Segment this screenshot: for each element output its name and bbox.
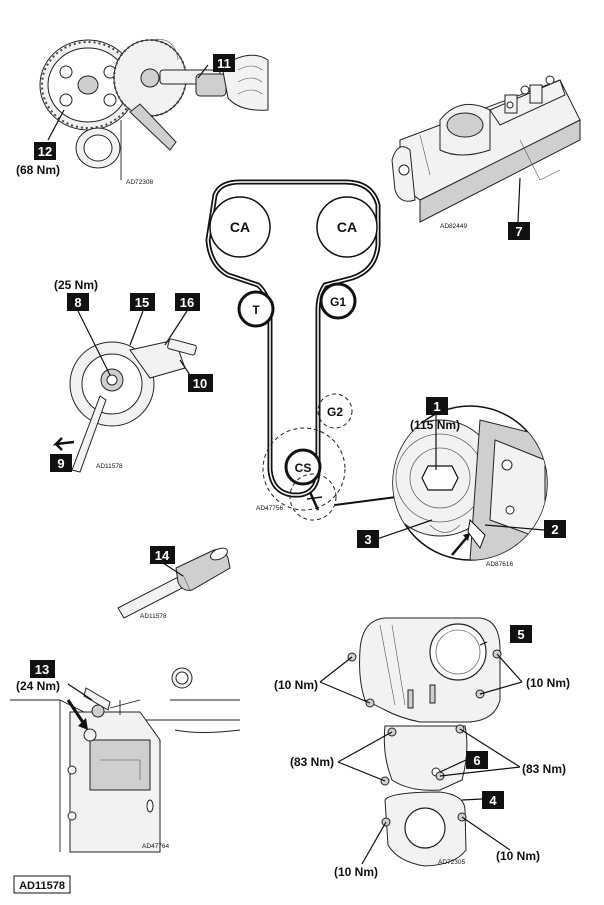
callout-14: 14 (150, 546, 175, 564)
cam-pulley-left (209, 196, 271, 258)
callout-7: 7 (508, 222, 530, 240)
leader-cover-upper-left (319, 656, 371, 704)
cam-pulley-right (316, 196, 378, 258)
svg-text:1: 1 (433, 399, 440, 414)
tensioner-pulley (237, 290, 275, 328)
tensioner-adjust-illustration (69, 338, 197, 473)
callout-5: 5 (510, 625, 532, 643)
leader-8 (77, 310, 111, 376)
svg-text:10: 10 (193, 376, 207, 391)
torque-cover-mid-right: (83 Nm) (522, 762, 566, 776)
callout-13: 13 (30, 660, 55, 678)
timing-mark-zoom (289, 473, 337, 521)
leader-cover-lower-right (461, 816, 511, 851)
code-ad87616: AD87616 (486, 561, 513, 568)
label-cam-left: CA (230, 219, 250, 235)
svg-text:7: 7 (515, 224, 522, 239)
svg-text:15: 15 (135, 295, 149, 310)
torque-cover-lower-right: (10 Nm) (496, 849, 540, 863)
code-ad82449: AD82449 (440, 223, 467, 230)
callout-1: 1 (426, 397, 448, 415)
svg-text:16: 16 (180, 295, 194, 310)
guide-pulley-2 (317, 393, 353, 429)
callout-2: 2 (544, 520, 566, 538)
leader-3 (376, 519, 433, 540)
svg-text:8: 8 (74, 295, 81, 310)
svg-text:11: 11 (217, 56, 231, 71)
leader-12 (47, 109, 65, 141)
code-ad11578-a: AD11578 (96, 463, 123, 470)
svg-text:AD11578: AD11578 (19, 880, 65, 892)
svg-text:2: 2 (551, 522, 558, 537)
callout-6: 6 (466, 751, 488, 769)
callout-9: 9 (50, 454, 72, 472)
label-cam-right: CA (337, 219, 357, 235)
crankshaft-detail-illustration (392, 405, 548, 561)
leader-4 (461, 798, 483, 801)
torque-8: (25 Nm) (54, 278, 98, 292)
label-crank: CS (295, 461, 312, 475)
label-guide1: G1 (330, 295, 346, 309)
torque-cover-upper-left: (10 Nm) (274, 678, 318, 692)
belt-routing-diagram (205, 179, 413, 521)
code-ad72308: AD72308 (126, 179, 153, 186)
leader-2 (484, 524, 545, 531)
svg-text:4: 4 (489, 793, 497, 808)
torque-cover-upper-right: (10 Nm) (526, 676, 570, 690)
svg-text:5: 5 (517, 627, 524, 642)
torque-1: (115 Nm) (410, 418, 460, 432)
arrow-icon (52, 437, 75, 451)
callout-8: 8 (67, 293, 89, 311)
leader-cover-mid-right (439, 728, 521, 777)
callout-16: 16 (175, 293, 200, 311)
svg-text:9: 9 (57, 456, 64, 471)
callout-12: 12 (34, 142, 56, 160)
camshaft-sprocket-illustration (39, 38, 269, 180)
callout-15: 15 (130, 293, 155, 311)
code-ad47764: AD47764 (142, 843, 169, 850)
leader-15 (129, 310, 144, 346)
code-ad11578-b: AD11578 (140, 613, 167, 620)
leader-11 (197, 64, 209, 79)
leader-6 (439, 759, 467, 773)
svg-text:12: 12 (38, 144, 52, 159)
leader-cover-upper-right (479, 653, 523, 695)
timing-cover-illustration (347, 617, 502, 867)
leader-16 (164, 310, 188, 346)
torque-cover-lower-left: (10 Nm) (334, 865, 378, 879)
code-ad47756: AD47756 (256, 505, 283, 512)
svg-text:14: 14 (155, 548, 170, 563)
leader-14 (162, 562, 184, 577)
leader-10 (179, 359, 191, 376)
engine-mount-illustration (10, 667, 241, 853)
leader-cover-lower-left (361, 821, 387, 865)
code-ad72305: AD72305 (438, 859, 465, 866)
callout-10: 10 (188, 374, 213, 392)
leader-13 (67, 683, 93, 701)
callout-4: 4 (482, 791, 504, 809)
crank-pulley (284, 448, 322, 486)
svg-text:6: 6 (473, 753, 480, 768)
leader-cover-mid-left (337, 731, 393, 782)
torque-12: (68 Nm) (16, 163, 60, 177)
svg-text:3: 3 (364, 532, 371, 547)
footer-reference: AD11578 (13, 875, 71, 894)
callout-3: 3 (357, 530, 379, 548)
leader-7 (517, 177, 521, 223)
crank-zoom-ring (262, 427, 346, 511)
label-tensioner: T (252, 303, 260, 317)
guide-pulley-1 (319, 282, 357, 320)
leader-5 (479, 641, 488, 646)
locking-pin-tool-illustration (117, 547, 231, 619)
torque-13: (24 Nm) (16, 679, 60, 693)
callout-11: 11 (213, 54, 235, 72)
label-guide2: G2 (327, 405, 343, 419)
torque-cover-mid-left: (83 Nm) (290, 755, 334, 769)
camshaft-housing-illustration (391, 75, 581, 223)
svg-text:13: 13 (35, 662, 49, 677)
